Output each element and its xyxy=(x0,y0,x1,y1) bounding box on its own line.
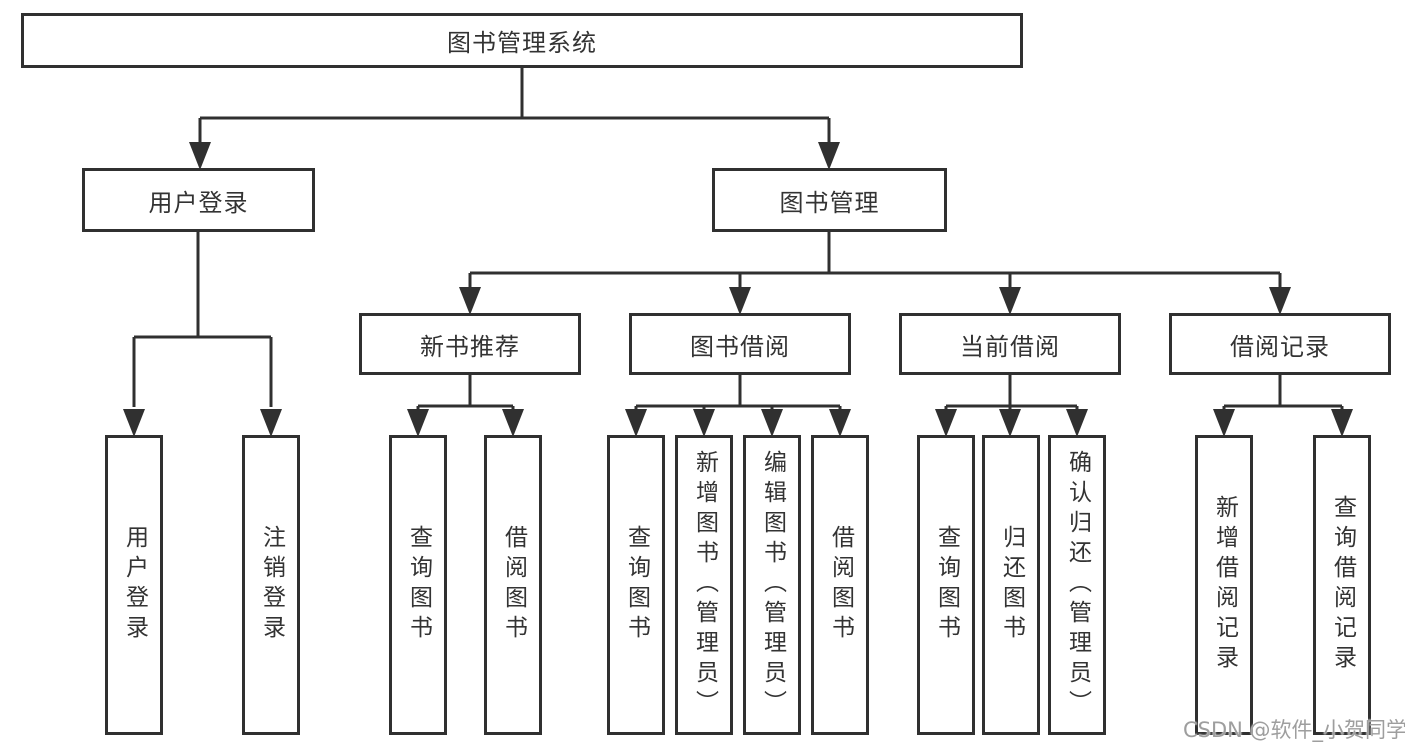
leaf-user-login: 用户登录 xyxy=(105,435,163,735)
leaf-current-confirm-return-admin-label: 确认归还（管理员） xyxy=(1064,450,1091,720)
csdn-watermark: CSDN @软件_小贺同学 xyxy=(1183,718,1405,742)
node-borrowing-records: 借阅记录 xyxy=(1169,313,1391,375)
leaf-records-add-record-label: 新增借阅记录 xyxy=(1211,495,1238,675)
leaf-current-query-books: 查询图书 xyxy=(917,435,975,735)
leaf-borrowing-borrow-books: 借阅图书 xyxy=(811,435,869,735)
node-new-book-recommend-label: 新书推荐 xyxy=(420,332,520,361)
node-current-borrowing-label: 当前借阅 xyxy=(960,332,1060,361)
node-borrowing-records-label: 借阅记录 xyxy=(1230,332,1330,361)
leaf-borrowing-query-books: 查询图书 xyxy=(607,435,665,735)
leaf-logout-label: 注销登录 xyxy=(258,525,285,645)
leaf-records-query-record-label: 查询借阅记录 xyxy=(1329,495,1356,675)
node-book-borrowing-label: 图书借阅 xyxy=(690,332,790,361)
leaf-current-confirm-return-admin: 确认归还（管理员） xyxy=(1048,435,1106,735)
leaf-borrowing-borrow-books-label: 借阅图书 xyxy=(827,525,854,645)
leaf-current-query-books-label: 查询图书 xyxy=(933,525,960,645)
leaf-current-return-books-label: 归还图书 xyxy=(998,525,1025,645)
arrowhead-icons xyxy=(123,142,1353,437)
node-root-system: 图书管理系统 xyxy=(21,13,1023,68)
node-root-system-label: 图书管理系统 xyxy=(447,29,597,57)
node-current-borrowing: 当前借阅 xyxy=(899,313,1121,375)
leaf-borrowing-add-books-admin-label: 新增图书（管理员） xyxy=(691,450,718,720)
tree-edges xyxy=(132,68,1344,411)
leaf-current-return-books: 归还图书 xyxy=(982,435,1040,735)
leaf-records-query-record: 查询借阅记录 xyxy=(1313,435,1371,735)
leaf-user-login-label: 用户登录 xyxy=(121,525,148,645)
leaf-borrowing-query-books-label: 查询图书 xyxy=(623,525,650,645)
leaf-recommend-borrow-books: 借阅图书 xyxy=(484,435,542,735)
leaf-borrowing-edit-books-admin: 编辑图书（管理员） xyxy=(743,435,801,735)
leaf-recommend-query-books-label: 查询图书 xyxy=(405,525,432,645)
leaf-recommend-borrow-books-label: 借阅图书 xyxy=(500,525,527,645)
node-book-management-label: 图书管理 xyxy=(779,188,880,217)
node-book-management: 图书管理 xyxy=(712,168,947,232)
node-user-login-label: 用户登录 xyxy=(148,188,249,217)
leaf-borrowing-edit-books-admin-label: 编辑图书（管理员） xyxy=(759,450,786,720)
leaf-borrowing-add-books-admin: 新增图书（管理员） xyxy=(675,435,733,735)
leaf-recommend-query-books: 查询图书 xyxy=(389,435,447,735)
leaf-logout: 注销登录 xyxy=(242,435,300,735)
leaf-records-add-record: 新增借阅记录 xyxy=(1195,435,1253,735)
node-user-login: 用户登录 xyxy=(82,168,315,232)
node-new-book-recommend: 新书推荐 xyxy=(359,313,581,375)
node-book-borrowing: 图书借阅 xyxy=(629,313,851,375)
